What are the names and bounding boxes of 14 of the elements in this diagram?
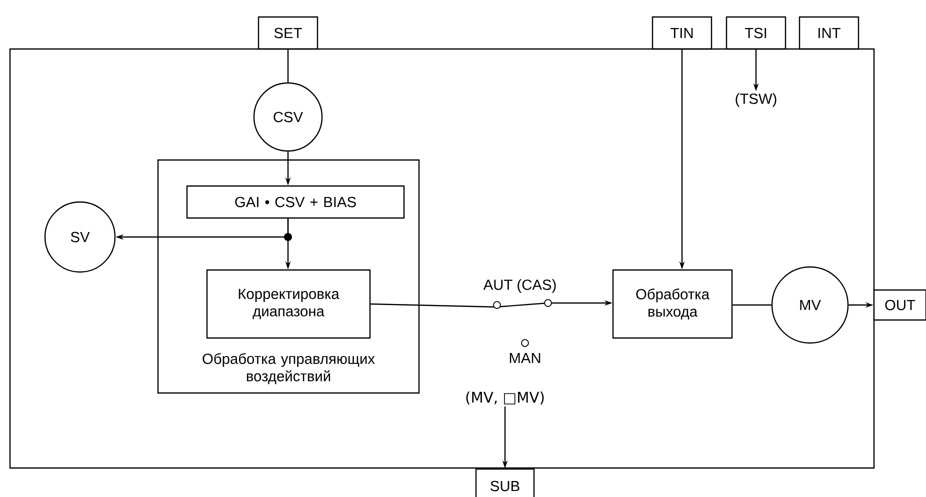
terminal-box: TIN — [652, 16, 712, 50]
switch-label: AUT (CAS) — [483, 279, 556, 293]
process-box: GAI • CSV + BIAS — [186, 185, 405, 219]
terminal-box: SET — [258, 16, 318, 50]
terminal-box: SUB — [475, 468, 535, 497]
switch-label: MAN — [510, 352, 540, 364]
terminal-box: OUT — [873, 289, 926, 321]
block-frame — [9, 48, 875, 469]
signal-label: (TSW) — [736, 93, 776, 107]
process-box: Обработка выхода — [612, 269, 733, 339]
terminal-box: INT — [798, 16, 860, 50]
terminal-box: TSI — [726, 16, 786, 50]
process-box: Корректировка диапазона — [206, 269, 371, 339]
signal-label: (MV, □MV) — [466, 391, 544, 405]
